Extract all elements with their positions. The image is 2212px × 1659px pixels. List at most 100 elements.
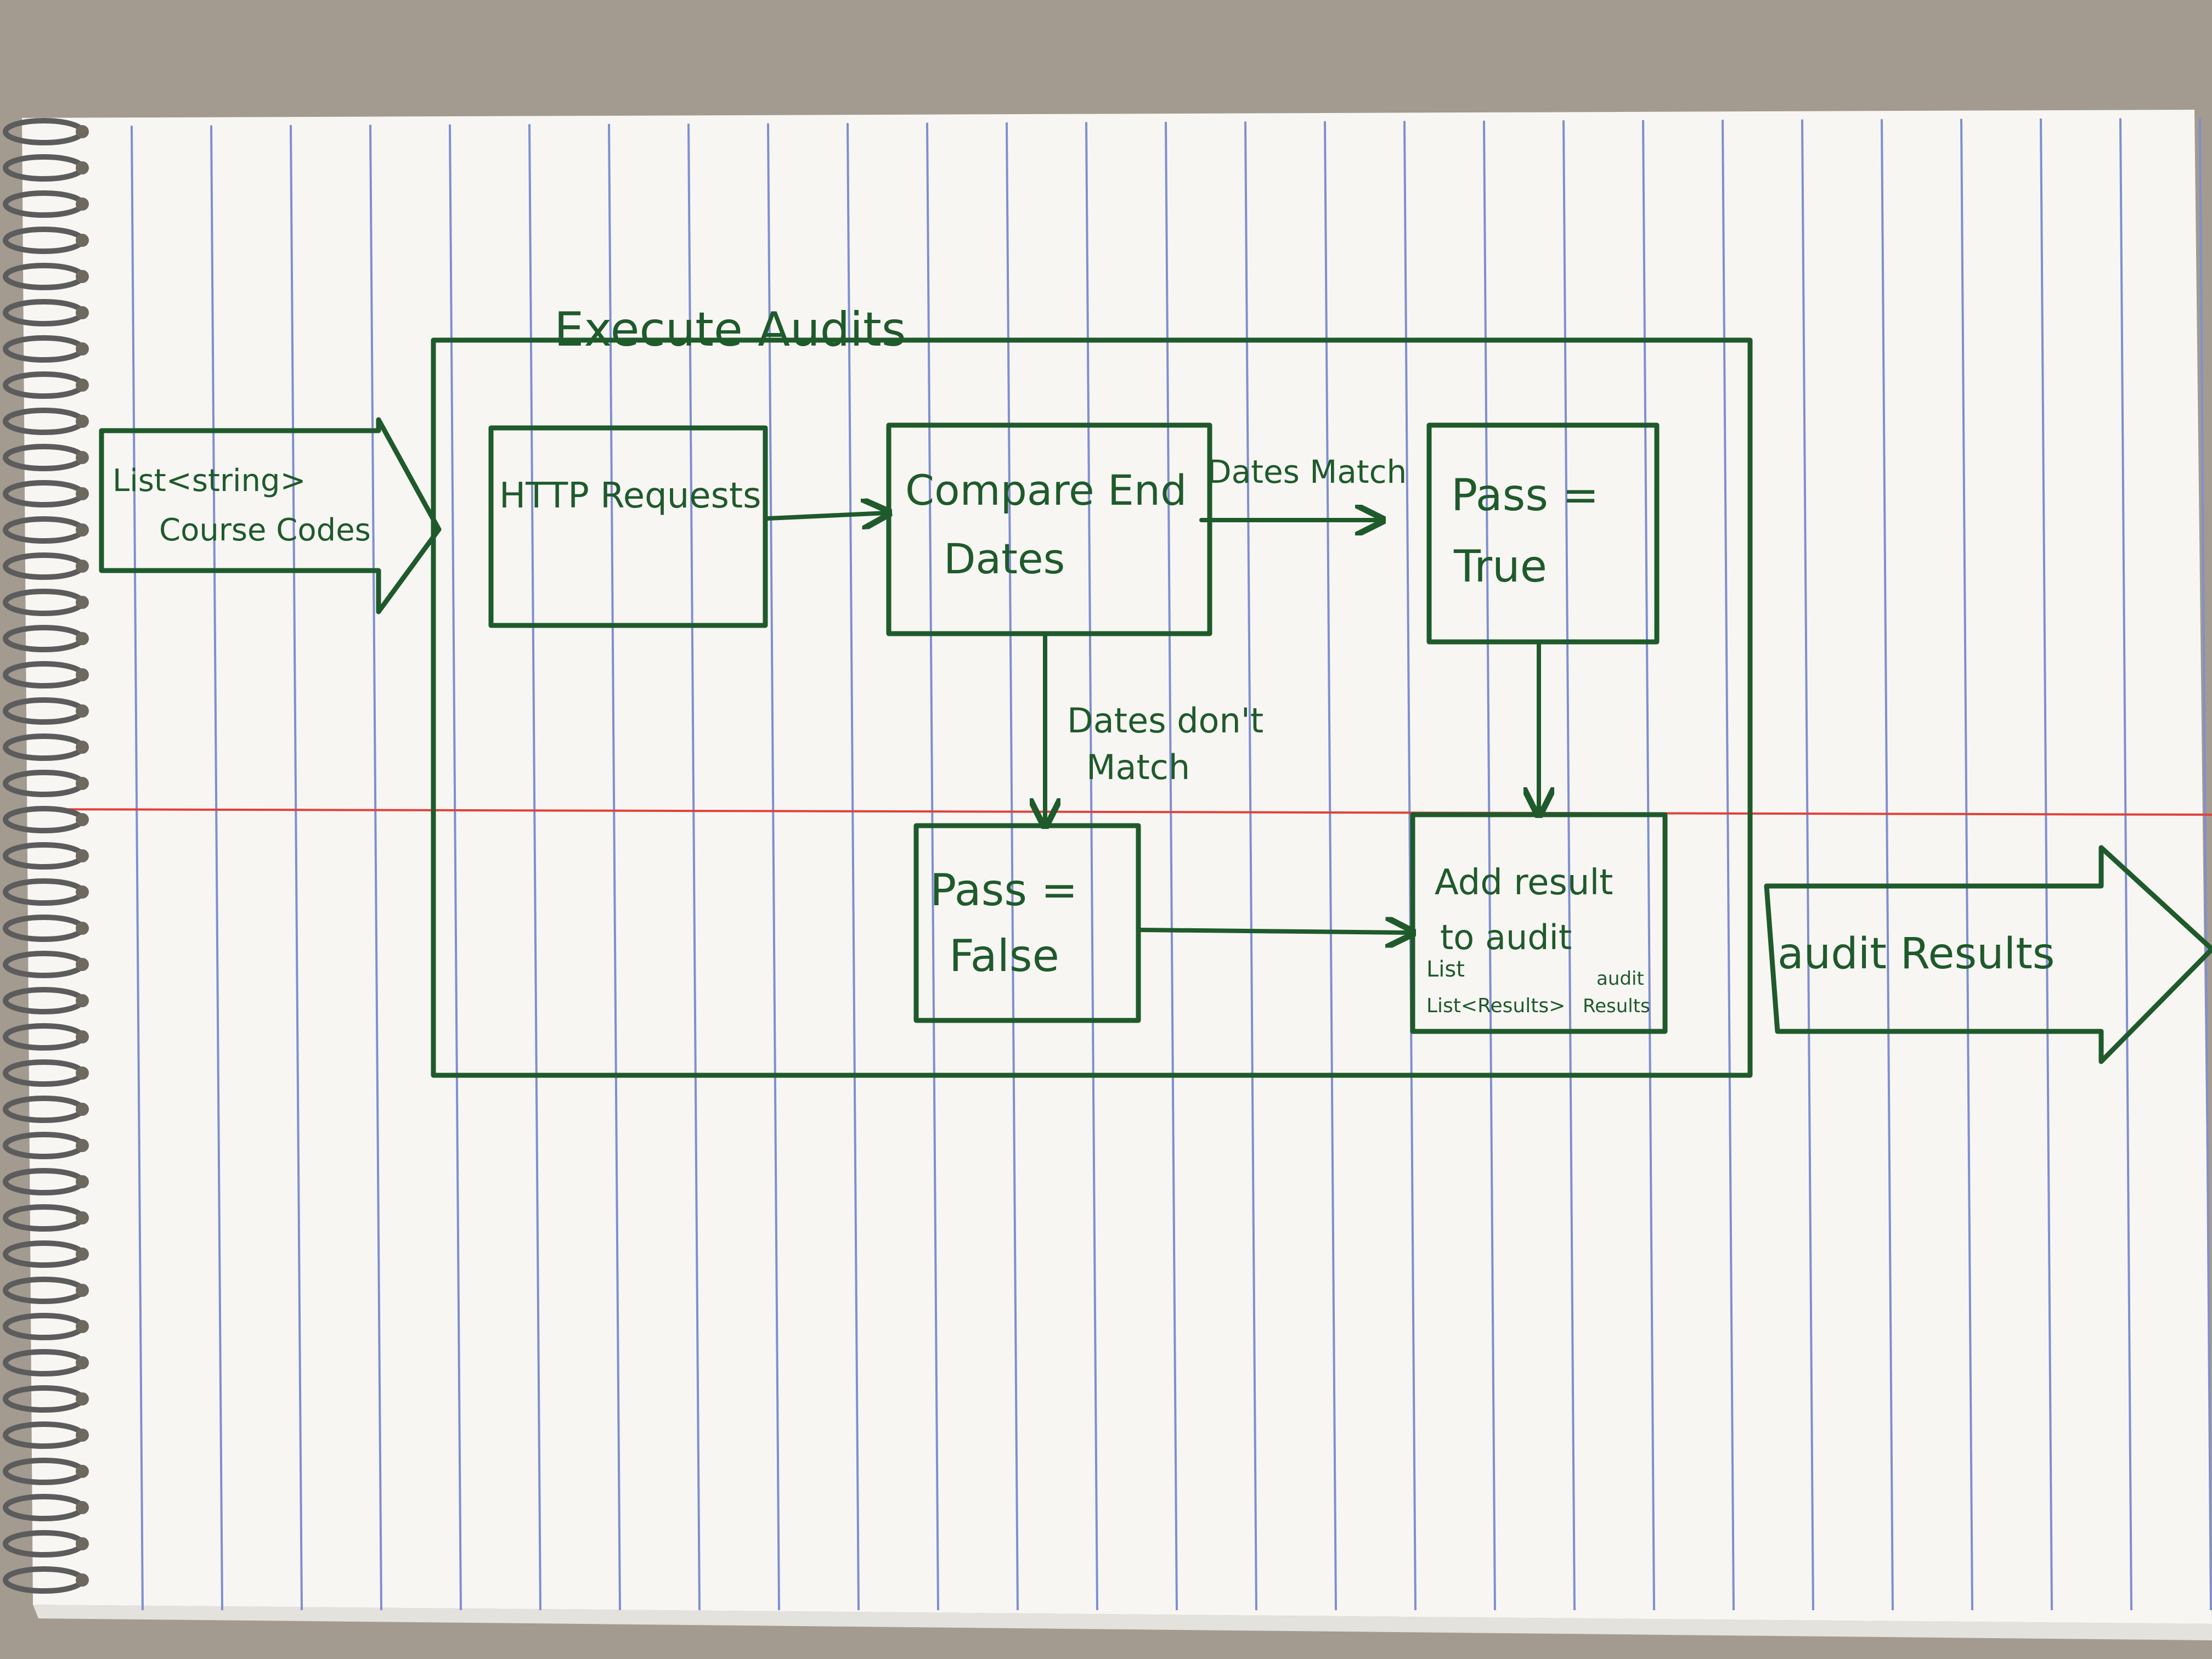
binding-hole: [76, 1284, 89, 1297]
binding-hole: [76, 1537, 89, 1550]
pass-false-line1: Pass =: [930, 865, 1078, 916]
binding-hole: [76, 161, 89, 174]
output-arrow: [1764, 845, 2212, 1064]
rule-line: [926, 122, 939, 1611]
binding-hole: [76, 596, 89, 609]
binding-hole: [76, 885, 89, 899]
binding-hole: [76, 306, 89, 319]
binding-hole: [76, 704, 89, 718]
paper-sheet: [22, 110, 2212, 1624]
pass-true-node: [1426, 422, 1660, 645]
edge-http-to-compare: [766, 513, 886, 518]
binding-hole: [76, 741, 89, 754]
edge-dates-dont-match-line2: Match: [1086, 747, 1190, 787]
rule-line: [2040, 119, 2053, 1611]
add-result-line5: audit: [1596, 968, 1644, 990]
binding-hole: [76, 922, 89, 935]
binding-hole: [76, 813, 89, 826]
compare-dates-line2: Dates: [944, 534, 1065, 583]
rule-line: [1562, 120, 1576, 1611]
input-arrow: [99, 417, 442, 614]
margin-line: [21, 808, 2212, 816]
edge-dates-match-label: Dates Match: [1207, 453, 1407, 490]
add-result-line3: List: [1426, 957, 1465, 982]
spiral-binding: [3, 118, 89, 1594]
binding-hole: [76, 1103, 89, 1116]
binding-hole: [76, 1139, 89, 1152]
rule-line: [1403, 121, 1417, 1611]
http-requests-label: HTTP Requests: [499, 476, 761, 516]
binding-hole: [76, 632, 89, 645]
rule-line: [1881, 119, 1894, 1611]
binding-hole: [76, 1573, 89, 1587]
binding-hole: [76, 234, 89, 247]
rule-line: [131, 126, 144, 1611]
binding-hole: [76, 560, 89, 573]
binding-hole: [76, 342, 89, 356]
binding-hole: [76, 849, 89, 862]
binding-hole: [76, 1248, 89, 1261]
binding-hole: [76, 1175, 89, 1188]
compare-dates-line1: Compare End: [905, 466, 1187, 515]
rule-line: [1642, 120, 1655, 1611]
rule-line: [528, 124, 541, 1611]
rule-line: [1722, 120, 1735, 1611]
rule-line: [1006, 122, 1019, 1611]
rule-line: [1244, 121, 1257, 1611]
output-arrow-label: audit Results: [1778, 929, 2055, 979]
binding-hole: [76, 1429, 89, 1442]
pass-false-node: [913, 823, 1141, 1023]
rule-line: [2119, 118, 2132, 1611]
rule-line: [1165, 122, 1178, 1611]
rule-line: [449, 124, 462, 1611]
http-requests-node: [488, 425, 768, 628]
binding-hole: [76, 487, 89, 500]
binding-hole: [76, 1211, 89, 1224]
rule-line: [608, 123, 621, 1611]
binding-hole: [76, 198, 89, 211]
binding-hole: [76, 451, 89, 464]
binding-hole: [76, 523, 89, 537]
binding-hole: [76, 415, 89, 428]
binding-hole: [76, 958, 89, 971]
input-arrow-line1: List<string>: [112, 463, 306, 499]
execute-audits-container: [431, 337, 1753, 1078]
pass-true-line2: True: [1453, 541, 1547, 592]
rule-line: [2199, 118, 2212, 1611]
rule-line: [687, 123, 701, 1611]
binding-hole: [76, 1356, 89, 1369]
binding-hole: [76, 1320, 89, 1333]
add-result-line4: List<Results>: [1426, 995, 1565, 1017]
binding-hole: [76, 125, 89, 138]
binding-hole: [76, 379, 89, 392]
rule-line: [369, 125, 382, 1611]
rule-line: [1801, 119, 1814, 1611]
binding-hole: [76, 777, 89, 790]
input-arrow-line2: Course Codes: [159, 512, 371, 548]
binding-hole: [76, 994, 89, 1007]
add-result-line1: Add result: [1435, 862, 1613, 903]
rule-line: [1324, 121, 1337, 1611]
binding-hole: [76, 1465, 89, 1478]
rule-line: [1483, 120, 1496, 1611]
binding-hole: [76, 1501, 89, 1514]
rule-line: [290, 125, 303, 1611]
binding-hole: [76, 668, 89, 681]
binding-hole: [76, 1392, 89, 1406]
rule-line: [1085, 122, 1098, 1611]
rule-line: [767, 123, 780, 1611]
binding-hole: [76, 1066, 89, 1080]
pass-false-line2: False: [949, 930, 1059, 981]
edge-dates-dont-match-line1: Dates don't: [1067, 701, 1263, 741]
edge-false-to-add: [1139, 930, 1410, 933]
binding-hole: [76, 1030, 89, 1043]
rule-line: [1960, 119, 1973, 1611]
add-result-line6: Results: [1583, 995, 1650, 1017]
rule-line: [210, 125, 223, 1611]
paper-edge-shadow: [33, 1605, 2212, 1640]
binding-hole: [76, 270, 89, 283]
add-result-line2: to audit: [1440, 917, 1572, 957]
container-title: Execute Audits: [554, 302, 906, 357]
pass-true-line1: Pass =: [1451, 470, 1599, 521]
